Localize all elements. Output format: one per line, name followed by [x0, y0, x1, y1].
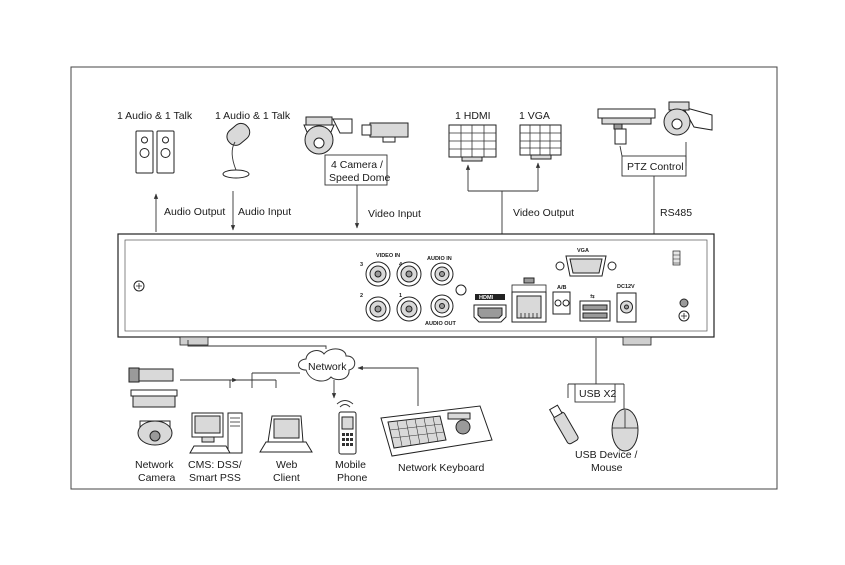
- ptz-link: [619, 142, 687, 234]
- power-label: DC12V: [617, 284, 635, 290]
- screw-right-icon: [678, 298, 690, 322]
- audio-in-label: AUDIO IN: [427, 256, 452, 262]
- cms-label-2: Smart PSS: [189, 472, 241, 484]
- usb-label-box: [574, 383, 616, 403]
- vga-port-label: VGA: [577, 248, 589, 254]
- cms-web-branch: [229, 380, 277, 388]
- microphone-icon: [222, 122, 251, 179]
- hdmi-badge: [475, 294, 505, 300]
- usb-port: [579, 300, 611, 322]
- network-to-dvr: [187, 340, 327, 349]
- hdmi-monitor-icon: [448, 124, 497, 162]
- box-camera-icon: [361, 122, 409, 143]
- usb-device-label-2: Mouse: [591, 462, 623, 474]
- laptop-icon: [259, 415, 313, 453]
- network-keyboard-icon: [380, 405, 493, 457]
- video-output-label: Video Output: [513, 207, 574, 219]
- speaker-icon: [135, 130, 175, 174]
- channel-3-label: 3: [360, 262, 363, 268]
- network-camera-label-2: Camera: [138, 472, 176, 484]
- hdmi-port-inner: [477, 307, 503, 319]
- video-output-bracket: [468, 190, 538, 234]
- network-camera-icon: [128, 367, 178, 446]
- audio-input-label: Audio Input: [238, 206, 291, 218]
- camera-label-box: [324, 154, 388, 186]
- network-keyboard-label: Network Keyboard: [398, 462, 485, 474]
- usb-device-label-1: USB Device /: [575, 449, 638, 461]
- network-camera-label-1: Network: [135, 459, 174, 471]
- hdmi-port-label: HDMI: [479, 295, 494, 301]
- desktop-pc-icon: [189, 412, 243, 454]
- video-input-label: Video Input: [368, 208, 421, 220]
- ground-screw-icon: [455, 284, 467, 296]
- speed-dome-label: Speed Dome: [329, 172, 390, 184]
- ptz-controller-icon: [597, 108, 656, 145]
- mobile-phone-icon: [336, 400, 357, 455]
- ab-label: A/B: [557, 285, 567, 291]
- bnc-connector-2: [365, 296, 391, 322]
- usb-symbol: ⇆: [590, 294, 595, 300]
- channel-1-label: 1: [399, 293, 402, 299]
- speed-dome-icon: [303, 116, 353, 155]
- vga-monitor-icon: [519, 124, 562, 160]
- audio-in-jack: [430, 262, 454, 286]
- web-client-label-2: Client: [273, 472, 300, 484]
- network-label: Network: [308, 361, 347, 373]
- audio-out-label: AUDIO OUT: [425, 321, 457, 327]
- usb-flash-drive-icon: [548, 404, 579, 445]
- ptz-dome-icon: [663, 101, 713, 136]
- channel-2-label: 2: [360, 293, 363, 299]
- web-client-label-1: Web: [276, 459, 298, 471]
- screw-left-icon: [133, 280, 145, 292]
- audio-talk-label-2: 1 Audio & 1 Talk: [215, 110, 291, 122]
- bnc-connector-4: [396, 261, 422, 287]
- rs485-label: RS485: [660, 207, 692, 219]
- vga-label: 1 VGA: [519, 110, 550, 122]
- usb-label: USB X2: [579, 388, 617, 400]
- network-cloud-icon: [298, 348, 356, 382]
- outer-frame: [70, 66, 778, 490]
- mobile-phone-label-2: Phone: [337, 472, 368, 484]
- ethernet-port: [511, 277, 547, 323]
- dvr-rear-panel: [117, 233, 715, 346]
- audio-out-jack: [430, 294, 454, 318]
- hdmi-label: 1 HDMI: [455, 110, 491, 122]
- ptz-control-label: PTZ Control: [627, 161, 684, 173]
- bnc-connector-1: [396, 296, 422, 322]
- mobile-phone-label-1: Mobile: [335, 459, 366, 471]
- mouse-icon: [611, 398, 639, 452]
- vent-icon: [672, 250, 681, 266]
- camera-label: 4 Camera /: [331, 159, 383, 171]
- cms-label-1: CMS: DSS/: [188, 459, 242, 471]
- power-port: [616, 292, 637, 323]
- audio-talk-label-1: 1 Audio & 1 Talk: [117, 110, 193, 122]
- vga-port: [555, 255, 617, 277]
- audio-output-label: Audio Output: [164, 206, 225, 218]
- bnc-connector-3: [365, 261, 391, 287]
- rs485-terminal: [552, 291, 571, 315]
- network-bus: [230, 372, 300, 388]
- video-in-label: VIDEO IN: [376, 253, 400, 259]
- keyboard-link: [357, 365, 419, 406]
